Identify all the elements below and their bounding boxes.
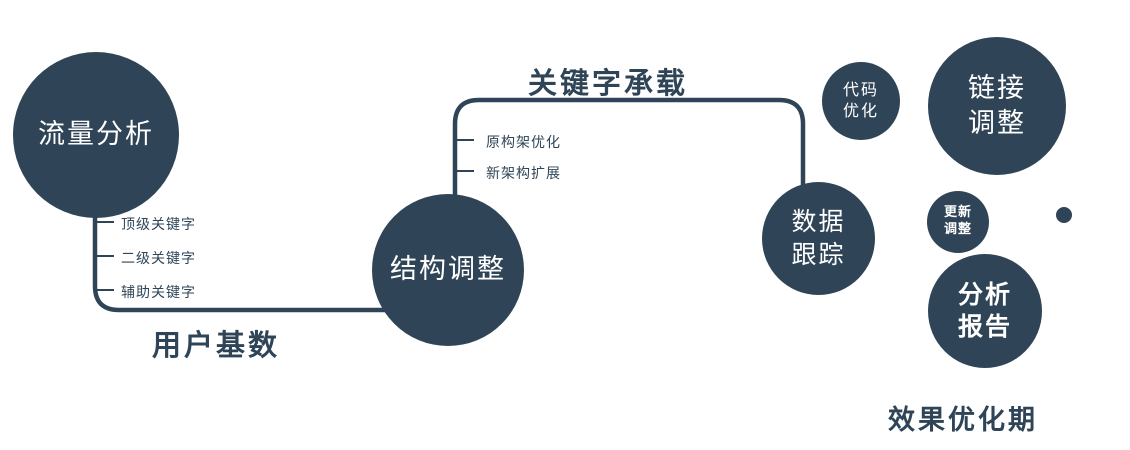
node-update-adjustment-line1: 更新: [943, 205, 972, 221]
node-link-adjustment: 链接 调整: [928, 37, 1066, 175]
edge-structure-to-tracking: [452, 97, 806, 200]
node-analysis-report-line2: 报告: [957, 312, 1012, 341]
node-code-optimization-line1: 代码: [842, 80, 879, 100]
edge-label-user-base: 用户基数: [152, 328, 281, 362]
node-link-adjustment-line2: 调整: [968, 108, 1026, 139]
branch-label-top-keywords: 顶级关键字: [121, 217, 196, 233]
node-data-tracking-line1: 数据: [791, 207, 846, 236]
node-traffic-analysis-label: 流量分析: [38, 119, 154, 151]
node-update-adjustment: 更新 调整: [927, 191, 989, 253]
branch-label-second-keywords: 二级关键字: [121, 251, 196, 267]
node-structure-adjust-label: 结构调整: [390, 254, 506, 286]
node-link-adjustment-line1: 链接: [968, 72, 1026, 104]
node-data-tracking: 数据 跟踪: [762, 182, 875, 295]
node-data-tracking-line2: 跟踪: [791, 239, 846, 269]
dot-marker: [1056, 207, 1072, 223]
node-code-optimization: 代码 优化: [822, 62, 900, 140]
node-update-adjustment-line2: 调整: [943, 222, 972, 237]
node-analysis-report-line1: 分析: [957, 279, 1012, 309]
node-analysis-report: 分析 报告: [928, 254, 1042, 368]
branch-label-new-structure: 新架构扩展: [486, 166, 561, 182]
branch-label-aux-keywords: 辅助关键字: [121, 285, 196, 301]
edge-traffic-to-structure: [92, 200, 400, 313]
branch-label-original-structure: 原构架优化: [486, 135, 561, 151]
edge-label-keyword-carry: 关键字承载: [528, 66, 689, 100]
node-structure-adjust: 结构调整: [372, 194, 524, 346]
node-traffic-analysis: 流量分析: [13, 52, 179, 218]
node-code-optimization-line2: 优化: [842, 101, 879, 120]
caption-phase: 效果优化期: [888, 405, 1038, 436]
